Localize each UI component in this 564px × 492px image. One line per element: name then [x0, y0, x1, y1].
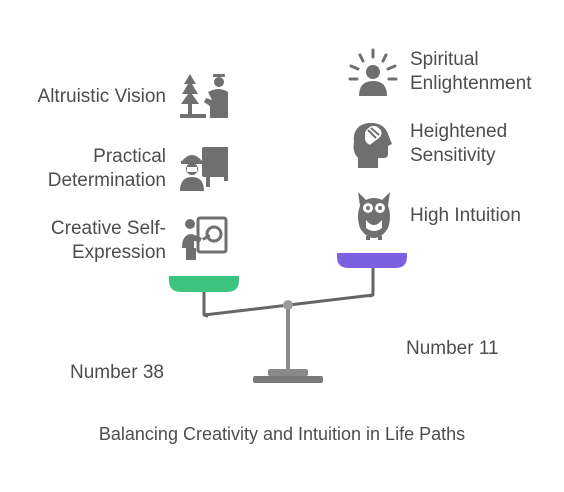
left-trait-2: Practical Determination — [47, 146, 166, 191]
scale-pivot — [283, 300, 293, 310]
right-trait-3: High Intuition — [410, 205, 521, 226]
head-hand-icon — [353, 122, 392, 168]
left-side-name: Number 38 — [70, 362, 164, 383]
radiant-person-icon — [348, 48, 398, 96]
right-trait-2: Heightened Sensitivity — [410, 121, 508, 166]
owl-icon — [358, 192, 390, 240]
left-pan — [169, 276, 239, 292]
tree-person-icon — [180, 74, 228, 118]
right-trait-1: Spiritual Enlightenment — [410, 49, 532, 94]
worker-screen-icon — [180, 147, 228, 191]
diagram-caption: Balancing Creativity and Intuition in Li… — [98, 424, 466, 444]
right-pan — [337, 253, 407, 268]
right-hanger — [368, 268, 375, 298]
left-trait-3: Creative Self- Expression — [50, 218, 166, 263]
left-hanger — [202, 292, 209, 318]
scale-base — [253, 376, 323, 383]
artist-palette-icon — [182, 216, 228, 260]
left-trait-1: Altruistic Vision — [37, 86, 166, 107]
right-side-name: Number 11 — [406, 338, 499, 359]
scale-pole — [286, 308, 290, 370]
scale-base-top — [268, 369, 308, 376]
